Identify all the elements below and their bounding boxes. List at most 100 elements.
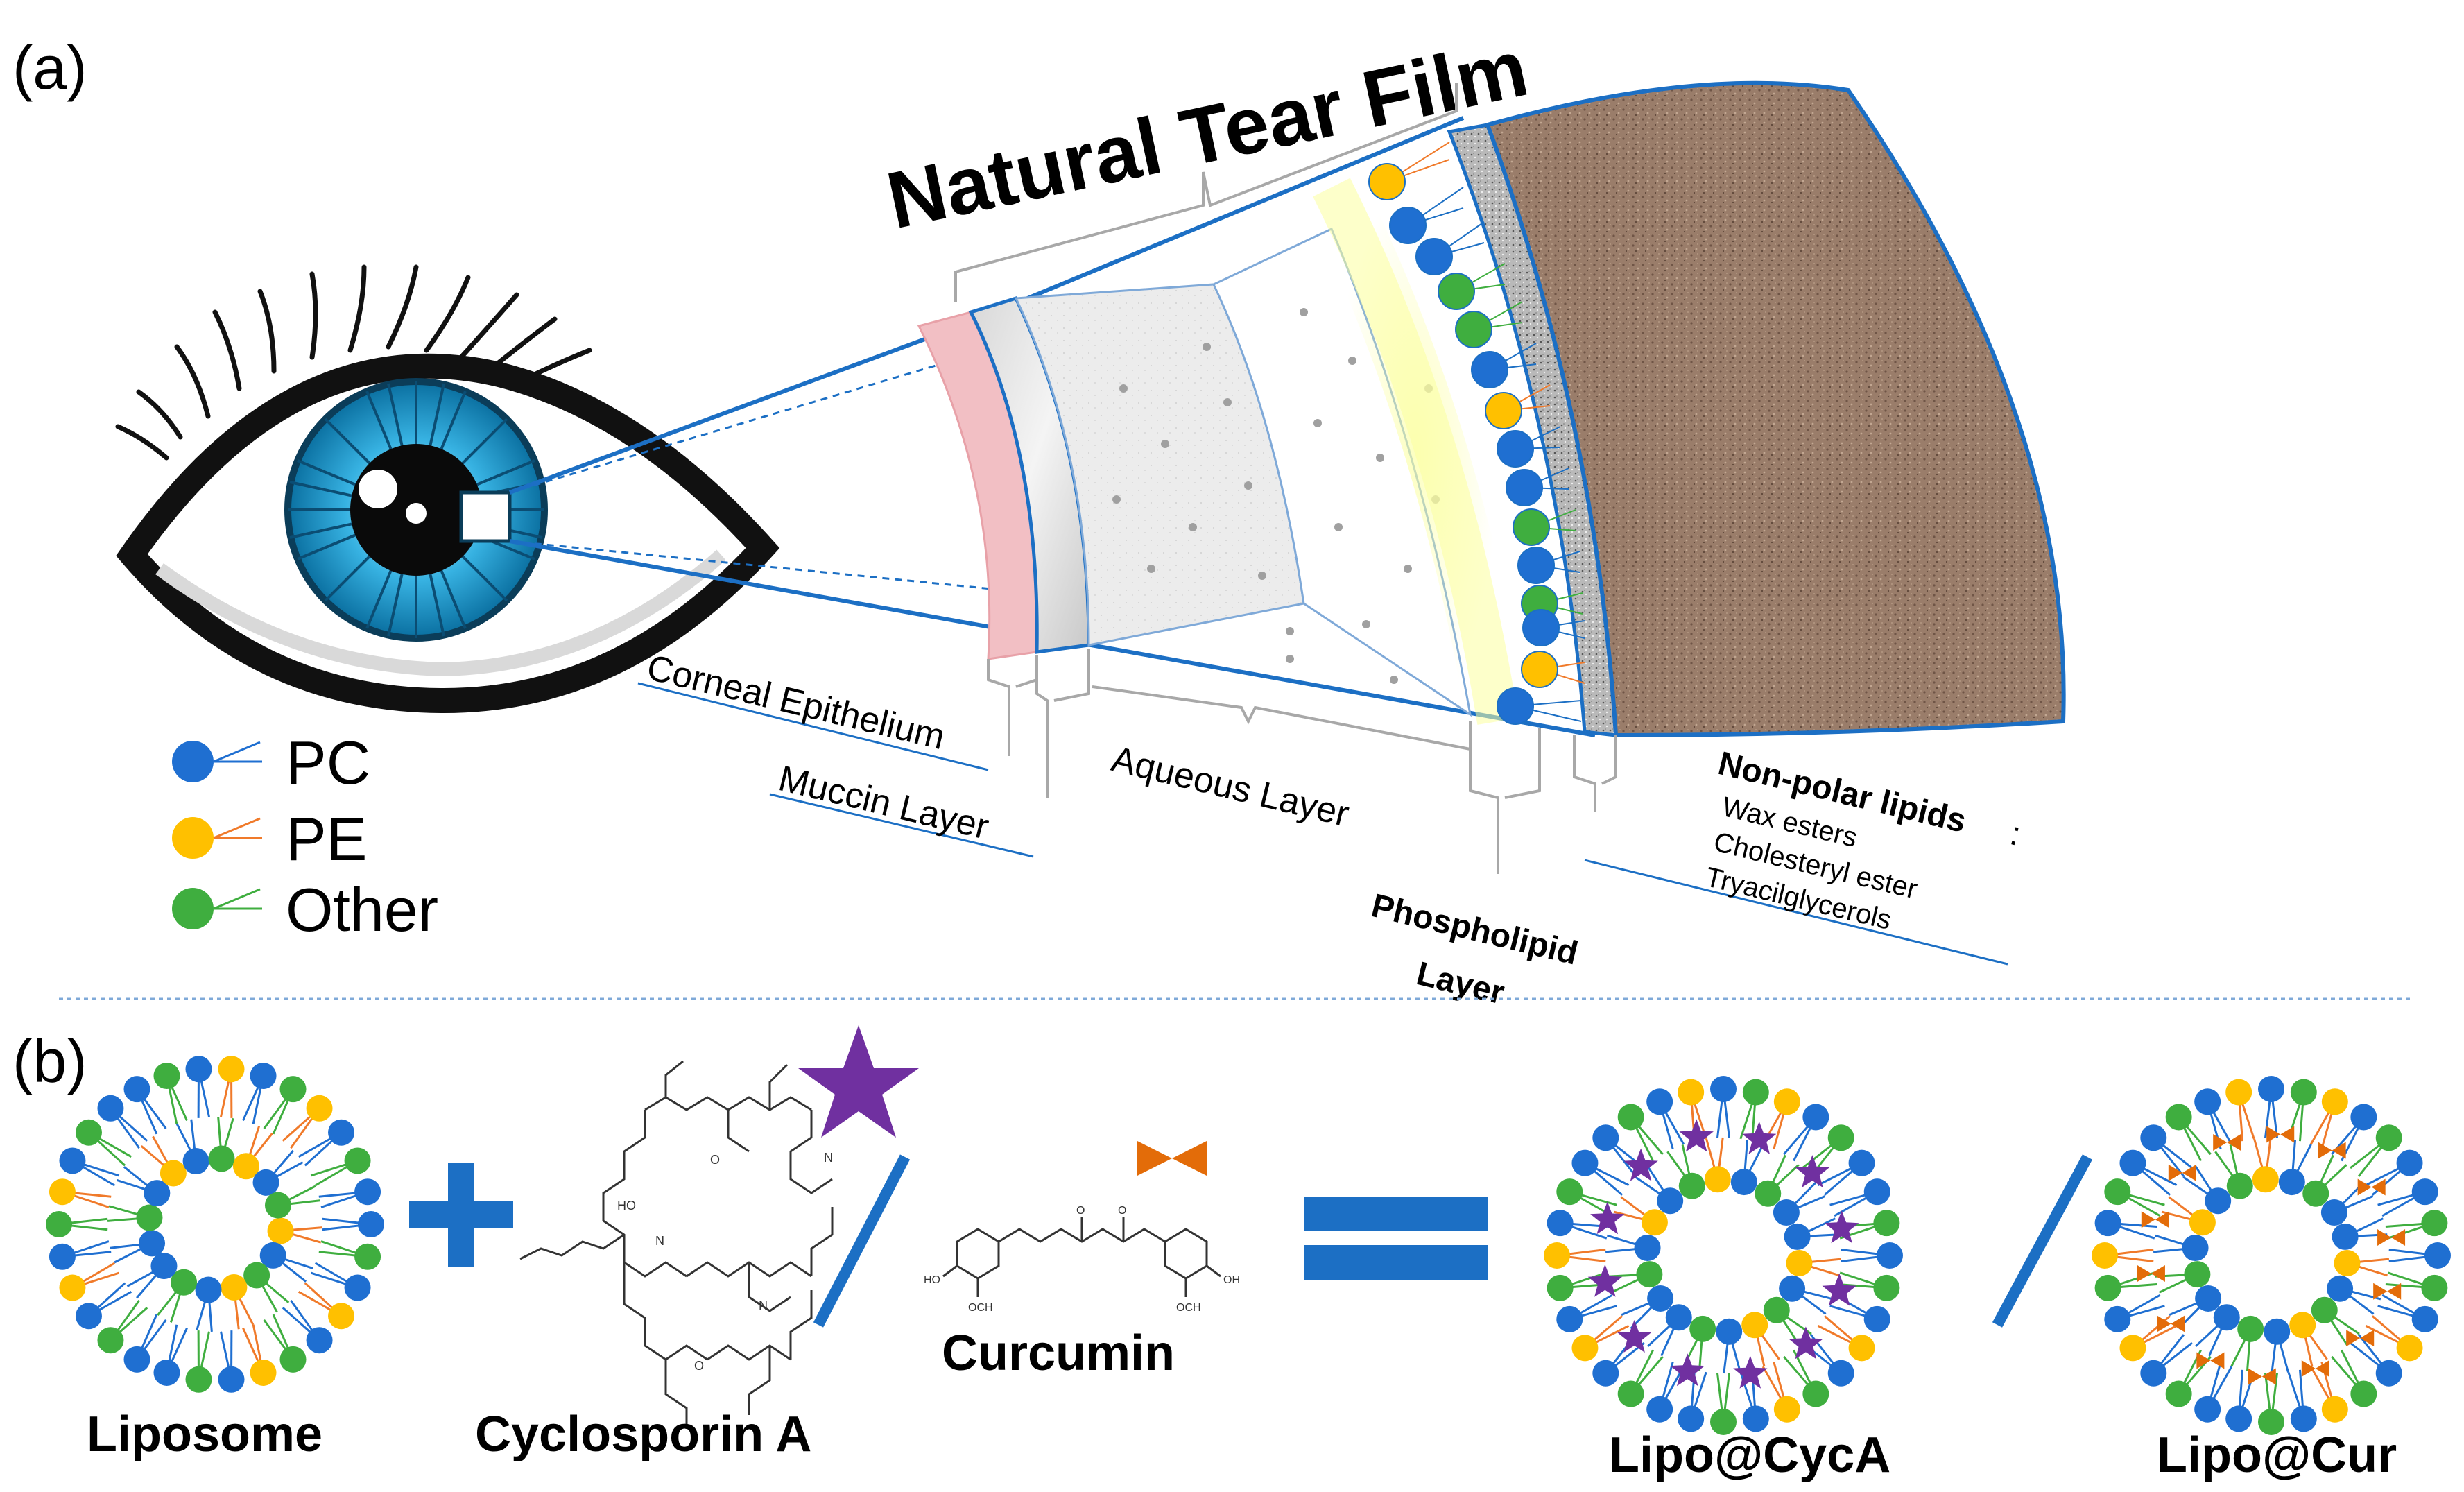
lipid-head: [153, 1359, 180, 1386]
or-divider: [813, 1154, 911, 1328]
cyca-atom: HO: [617, 1199, 636, 1212]
bowtie-icon: [2387, 1283, 2402, 1300]
star-icon: [1789, 1326, 1823, 1360]
lipid-legend: PC PE Other: [172, 728, 438, 944]
lipid-head: [139, 1230, 166, 1257]
star-icon: [798, 1025, 919, 1138]
lipid-head: [2225, 1079, 2252, 1106]
lipid-head: [2184, 1261, 2211, 1288]
lipid-head: [306, 1095, 333, 1122]
cyca-atom: N: [824, 1151, 833, 1165]
lipid-head: [2396, 1149, 2423, 1176]
bowtie-icon: [2168, 1164, 2182, 1181]
curcumin-atom: O: [1076, 1205, 1085, 1217]
lipid-head: [2350, 1104, 2377, 1131]
lipid-head: [279, 1346, 307, 1373]
liposome-curcumin: [2092, 1076, 2451, 1435]
bowtie-icon: [2315, 1360, 2329, 1377]
lipid-head: [97, 1327, 124, 1354]
lipid-head: [1827, 1124, 1854, 1151]
lipid-head: [243, 1262, 270, 1289]
lipid-head: [2302, 1180, 2329, 1207]
bowtie-icon: [2171, 1315, 2185, 1332]
lipid-head: [1571, 1149, 1599, 1176]
lipid-head: [2421, 1210, 2448, 1237]
lipid-head: [1873, 1274, 1900, 1301]
lipid-head: [208, 1145, 235, 1172]
lipid-head: [1716, 1318, 1743, 1345]
phospholipid-beads: [1368, 142, 1585, 725]
lipid-head: [2237, 1315, 2264, 1342]
star-icon: [1590, 1201, 1625, 1235]
lipid-head: [1802, 1104, 1829, 1131]
bowtie-icon: [2280, 1126, 2295, 1143]
plus-icon: [409, 1163, 513, 1267]
lipid-head: [2140, 1360, 2167, 1387]
lipid-head: [2165, 1104, 2192, 1131]
lipid-head: [328, 1119, 355, 1146]
lipid-head: [1863, 1305, 1890, 1332]
lipid-head: [1646, 1396, 1673, 1423]
corneal-epithelium-label: Corneal Epithelium: [643, 647, 949, 757]
lipid-head: [1741, 1312, 1768, 1339]
lipid-head: [1877, 1242, 1903, 1269]
lipid-head: [2194, 1088, 2221, 1115]
lipid-head: [75, 1303, 102, 1330]
liposome-label: Liposome: [87, 1407, 322, 1462]
bowtie-icon: [2373, 1283, 2388, 1300]
bowtie-icon: [2266, 1126, 2281, 1143]
star-icon: [1733, 1355, 1768, 1389]
bowtie-icon: [2210, 1352, 2225, 1369]
lipid-head: [1827, 1360, 1854, 1387]
curcumin-structure: [942, 1217, 1221, 1297]
lipid-head: [59, 1147, 86, 1174]
curcumin-atom: OH: [1223, 1274, 1240, 1286]
nonpolar-lipid-layer: [1485, 80, 2066, 738]
cyca-atom: O: [694, 1359, 704, 1373]
lipid-head: [97, 1095, 124, 1122]
bowtie-icon: [1137, 1141, 1172, 1176]
lipid-head: [1873, 1210, 1900, 1237]
curcumin-atom: OCH: [1176, 1302, 1201, 1314]
bowtie-icon: [2196, 1352, 2211, 1369]
lipid-head: [1802, 1380, 1829, 1407]
lipid-head: [2320, 1199, 2347, 1226]
lipid-head: [1571, 1335, 1599, 1362]
cyca-atom: O: [710, 1153, 720, 1167]
lipid-head: [2225, 1405, 2252, 1432]
lipid-head: [123, 1076, 150, 1103]
panel-a-label: (a): [12, 33, 87, 102]
lipid-head: [1592, 1360, 1619, 1387]
lipid-head: [218, 1366, 245, 1393]
bowtie-icon: [1172, 1141, 1207, 1176]
lipid-head: [2411, 1305, 2438, 1332]
lipid-head: [2264, 1318, 2291, 1345]
lipid-head: [2252, 1166, 2279, 1193]
lipid-head: [2094, 1274, 2121, 1301]
lipid-head: [49, 1178, 76, 1206]
lipid-head: [221, 1274, 248, 1301]
lipid-head: [2226, 1172, 2253, 1199]
lipid-head: [2205, 1187, 2232, 1215]
star-icon: [1824, 1210, 1859, 1244]
lipid-head: [328, 1303, 355, 1330]
lipid-head: [279, 1076, 307, 1103]
legend-pe-label: PE: [286, 805, 367, 873]
muccin-layer-label: Muccin Layer: [775, 758, 992, 848]
cyca-atom: N: [655, 1234, 664, 1248]
lipid-head: [2094, 1210, 2121, 1237]
lipid-head: [2165, 1380, 2192, 1407]
layer-brackets: [987, 649, 1617, 874]
lipid-head: [1617, 1104, 1644, 1131]
lipid-head: [1710, 1076, 1737, 1102]
legend-pc: PC: [172, 728, 370, 797]
lipid-head: [1773, 1088, 1800, 1115]
lipid-head: [2182, 1235, 2209, 1262]
lipid-head: [1665, 1304, 1692, 1331]
tear-film-layers: [917, 80, 2066, 738]
bowtie-icon: [2155, 1211, 2169, 1228]
lipid-head: [2424, 1242, 2451, 1269]
lipid-head: [2289, 1312, 2316, 1339]
lipid-head: [185, 1366, 212, 1393]
lipid-head: [1848, 1149, 1875, 1176]
